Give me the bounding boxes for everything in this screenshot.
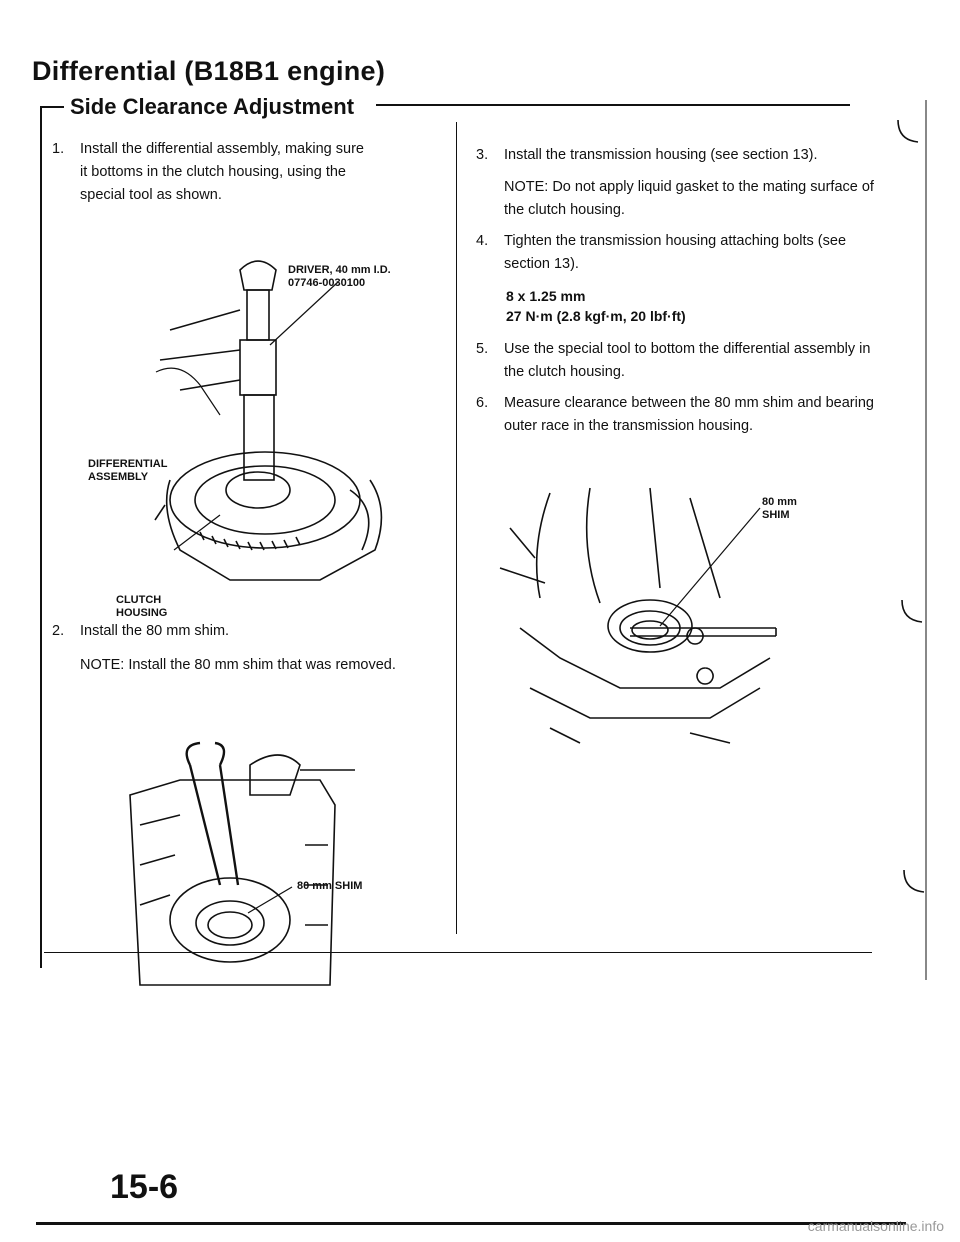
hammer-head — [239, 260, 277, 291]
ring-gear — [169, 451, 361, 549]
driver-shaft — [243, 394, 275, 481]
title-bracket-top — [40, 106, 64, 108]
housing-walls — [499, 487, 721, 604]
pliers — [185, 741, 240, 886]
step-3-note: NOTE: Do not apply liquid gasket to the … — [504, 179, 874, 218]
bearing-race — [607, 599, 693, 653]
section-subtitle: Side Clearance Adjustment — [70, 94, 355, 119]
step-2-number: 2. — [52, 623, 65, 639]
torque-value: 27 N·m (2.8 kgf·m, 20 lbf·ft) — [506, 308, 686, 324]
shim-label-fig2: 80 mm SHIM — [297, 880, 363, 892]
shim-label-fig3-line2: SHIM — [762, 509, 790, 521]
leader-shim-fig3 — [659, 507, 761, 627]
margin-tab-marks — [897, 100, 927, 980]
step-1-text: Install the differential assembly, makin… — [80, 141, 364, 203]
housing-label: CLUTCH HOUSING — [116, 594, 167, 620]
leader-assembly — [155, 367, 221, 416]
housing-base — [519, 627, 771, 744]
figure-differential-install — [154, 260, 383, 581]
shim-label-fig3-line1: 80 mm — [762, 496, 797, 508]
shim-label-fig3: 80 mm SHIM — [762, 496, 797, 522]
driver-label: DRIVER, 40 mm I.D. 07746-0030100 — [288, 264, 391, 290]
step-2: 2. Install the 80 mm shim. — [52, 620, 412, 643]
leader-driver — [269, 281, 339, 346]
step-5-number: 5. — [476, 341, 489, 357]
bolt-size: 8 x 1.25 mm — [506, 288, 586, 304]
step-4: 4. Tighten the transmission housing atta… — [476, 230, 876, 276]
hand — [249, 754, 355, 796]
step-6-text: Measure clearance between the 80 mm shim… — [504, 395, 874, 434]
hammer-handle — [246, 289, 270, 341]
driver-label-line1: DRIVER, 40 mm I.D. — [288, 264, 391, 276]
housing-bolts — [686, 627, 714, 685]
shim-ring-inner — [207, 911, 253, 939]
step-3: 3. Install the transmission housing (see… — [476, 144, 872, 167]
carrier — [225, 471, 291, 509]
driver-shaft-upper — [239, 339, 277, 396]
step-6-number: 6. — [476, 395, 489, 411]
driver-label-line2: 07746-0030100 — [288, 277, 366, 289]
leader-housing — [173, 514, 221, 551]
step-6: 6. Measure clearance between the 80 mm s… — [476, 392, 876, 438]
hand-lines — [159, 309, 241, 391]
step-4-number: 4. — [476, 233, 489, 249]
assembly-label: DIFFERENTIAL ASSEMBLY — [88, 458, 167, 484]
housing-ribs — [139, 814, 328, 926]
subtitle-rule — [376, 104, 850, 106]
step-1: 1. Install the differential assembly, ma… — [52, 138, 372, 207]
bottom-rule-lower — [36, 1222, 906, 1225]
step-2-note: NOTE: Install the 80 mm shim that was re… — [80, 657, 396, 673]
housing-label-line1: CLUTCH — [116, 594, 162, 606]
step-3-text: Install the transmission housing (see se… — [504, 147, 818, 163]
column-divider — [456, 122, 457, 934]
step-4-text: Tighten the transmission housing attachi… — [504, 233, 847, 272]
step-5: 5. Use the special tool to bottom the di… — [476, 338, 876, 384]
step-1-number: 1. — [52, 141, 65, 157]
assembly-label-line2: ASSEMBLY — [88, 471, 149, 483]
shim-ring — [195, 900, 265, 946]
bearing-bore — [169, 877, 291, 963]
page-number: 15-6 — [110, 1168, 179, 1206]
gear-teeth — [199, 531, 301, 551]
housing-flange — [154, 489, 370, 551]
ring-gear-inner — [194, 465, 336, 535]
torque-spec: 8 x 1.25 mm 27 N·m (2.8 kgf·m, 20 lbf·ft… — [506, 286, 686, 326]
step-3-number: 3. — [476, 147, 489, 163]
title-bracket-vertical — [40, 106, 42, 968]
figure-measure-clearance — [499, 487, 777, 744]
page-title: Differential (B18B1 engine) — [32, 56, 386, 86]
figure-shim-install — [129, 741, 355, 986]
housing-label-line2: HOUSING — [116, 607, 168, 619]
housing-outline — [165, 479, 383, 581]
assembly-label-line1: DIFFERENTIAL — [88, 458, 168, 470]
housing-case — [129, 779, 336, 986]
footer-watermark: carmanualsonline.info — [807, 1218, 944, 1234]
leader-shim — [247, 886, 293, 914]
step-2-text: Install the 80 mm shim. — [80, 623, 230, 639]
bottom-rule-upper — [44, 952, 872, 953]
shim-inner — [631, 620, 669, 640]
step-5-text: Use the special tool to bottom the diffe… — [504, 341, 871, 380]
